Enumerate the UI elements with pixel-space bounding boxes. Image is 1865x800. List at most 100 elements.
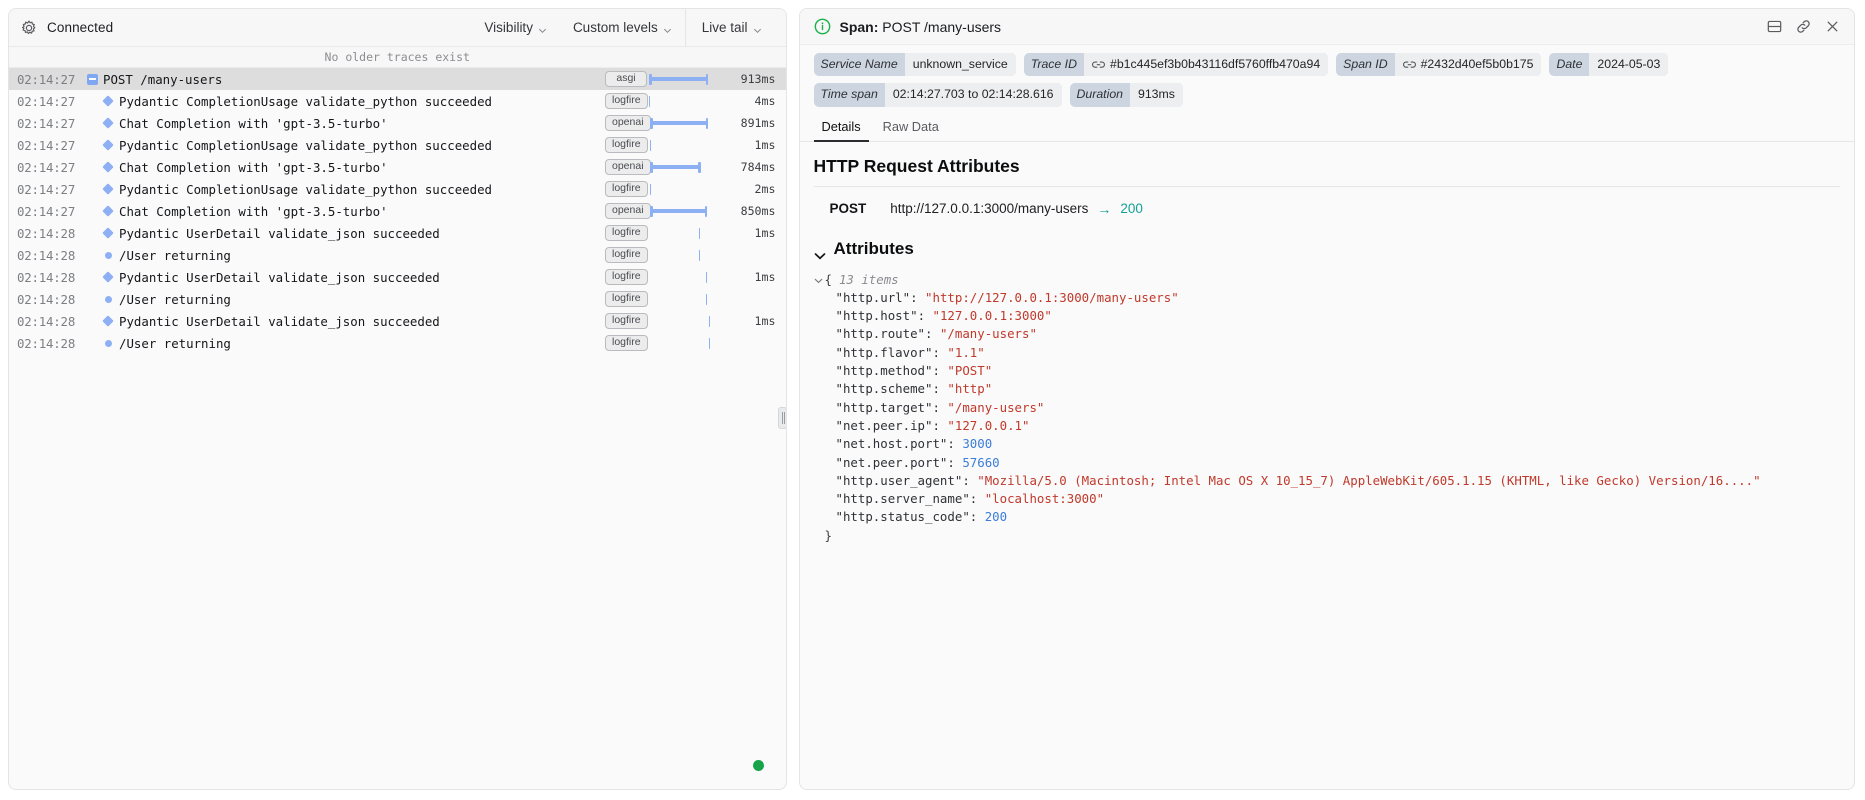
status-badge[interactable]: logfire <box>605 224 648 242</box>
json-colon: : <box>947 454 963 470</box>
chip-value: #2432d40ef5b0b175 <box>1394 53 1542 77</box>
json-entry[interactable]: "http.user_agent": "Mozilla/5.0 (Macinto… <box>814 472 1841 490</box>
status-badge[interactable]: openai <box>605 158 651 176</box>
live-tail-dropdown[interactable]: Live tail <box>684 9 778 46</box>
row-source-badge-wrap: logfire <box>605 266 648 288</box>
row-duration <box>712 288 776 310</box>
chip-key: Time span <box>820 87 878 102</box>
http-url[interactable]: http://127.0.0.1:3000/many-users <box>890 201 1089 217</box>
json-entry[interactable]: "http.host": "127.0.0.1:3000" <box>814 307 1841 325</box>
chevron-down-icon <box>753 23 762 34</box>
status-badge[interactable]: logfire <box>605 246 648 264</box>
attributes-json-viewer[interactable]: {13 items"http.url": "http://127.0.0.1:3… <box>800 267 1855 559</box>
json-open-brace-row[interactable]: {13 items <box>814 271 1841 289</box>
chip-key: Date <box>1556 57 1583 71</box>
json-entry[interactable]: "http.status_code": 200 <box>814 508 1841 526</box>
json-value: "http" <box>947 381 993 397</box>
json-entry[interactable]: "http.method": "POST" <box>814 362 1841 380</box>
json-entry[interactable]: "http.target": "/many-users" <box>814 399 1841 417</box>
metadata-chip[interactable]: Span ID#2432d40ef5b0b175 <box>1336 53 1542 77</box>
chip-value-text: 913ms <box>1138 87 1175 102</box>
chevron-down-icon[interactable] <box>814 271 825 289</box>
status-badge[interactable]: openai <box>605 114 651 132</box>
status-badge[interactable]: logfire <box>605 290 648 308</box>
json-entry[interactable]: "net.peer.port": 57660 <box>814 454 1841 472</box>
link-icon[interactable] <box>1796 19 1811 34</box>
json-entry[interactable]: "net.host.port": 3000 <box>814 435 1841 453</box>
row-timestamp: 02:14:27 <box>17 181 76 197</box>
row-timeline <box>649 288 710 310</box>
json-entry[interactable]: "http.url": "http://127.0.0.1:3000/many-… <box>814 289 1841 307</box>
row-timestamp: 02:14:27 <box>17 115 76 131</box>
chevron-down-icon <box>814 245 826 260</box>
status-badge[interactable]: logfire <box>605 334 648 352</box>
http-request-row: POST http://127.0.0.1:3000/many-users → … <box>800 187 1855 231</box>
attributes-toggle[interactable]: Attributes <box>800 231 1855 267</box>
json-close-brace-row: } <box>814 527 1841 545</box>
json-key: "http.user_agent" <box>835 472 963 488</box>
json-entry[interactable]: "http.scheme": "http" <box>814 380 1841 398</box>
custom-levels-dropdown[interactable]: Custom levels <box>560 9 685 46</box>
http-url-group: http://127.0.0.1:3000/many-users → 200 <box>890 201 1143 217</box>
json-key: "http.scheme" <box>835 381 933 397</box>
row-title: Pydantic CompletionUsage validate_python… <box>119 137 492 153</box>
status-badge[interactable]: openai <box>605 202 651 220</box>
custom-levels-label: Custom levels <box>572 20 658 35</box>
status-badge[interactable]: logfire <box>605 312 648 330</box>
metadata-chip[interactable]: Trace ID#b1c445ef3b0b43116df5760ffb470a9… <box>1023 53 1329 77</box>
row-title: Pydantic UserDetail validate_json succee… <box>119 313 440 329</box>
toolbar-actions: Visibility Custom levels Live tail <box>471 9 777 46</box>
row-source-badge-wrap: logfire <box>605 90 648 112</box>
gear-icon[interactable] <box>21 19 37 36</box>
row-title: Chat Completion with 'gpt-3.5-turbo' <box>119 203 388 219</box>
status-badge[interactable]: logfire <box>605 136 648 154</box>
status-badge[interactable]: logfire <box>605 92 648 110</box>
visibility-dropdown[interactable]: Visibility <box>471 9 560 46</box>
json-entry[interactable]: "http.route": "/many-users" <box>814 325 1841 343</box>
row-timestamp: 02:14:28 <box>17 247 76 263</box>
row-source-badge-wrap: openai <box>605 156 651 178</box>
trace-list-panel: Connected Visibility Custom levels Live … <box>8 8 787 790</box>
collapse-toggle-icon[interactable] <box>81 73 103 85</box>
status-badge[interactable]: logfire <box>605 180 648 198</box>
split-pane-icon[interactable] <box>1767 19 1782 34</box>
json-key: "http.url" <box>835 289 911 305</box>
json-key: "http.status_code" <box>835 509 970 525</box>
live-tail-label: Live tail <box>701 20 748 35</box>
span-detail-tabs[interactable]: Details Raw Data <box>799 109 1854 142</box>
span-diamond-icon <box>97 183 119 195</box>
close-icon[interactable] <box>1825 19 1840 34</box>
status-badge[interactable]: logfire <box>605 268 648 286</box>
tab-raw-data[interactable]: Raw Data <box>882 118 939 134</box>
row-timeline <box>649 112 710 134</box>
panel-splitter-handle[interactable] <box>777 407 786 429</box>
timeline-bar <box>649 73 709 85</box>
status-badge[interactable]: asgi <box>605 70 647 88</box>
json-entry[interactable]: "http.flavor": "1.1" <box>814 344 1841 362</box>
json-value: "Mozilla/5.0 (Macintosh; Intel Mac OS X … <box>977 472 1761 488</box>
json-entry[interactable]: "http.server_name": "localhost:3000" <box>814 490 1841 508</box>
tab-details[interactable]: Details <box>813 115 869 142</box>
timeline-bar <box>650 205 708 217</box>
row-timestamp: 02:14:28 <box>17 225 76 241</box>
json-entry[interactable]: "net.peer.ip": "127.0.0.1" <box>814 417 1841 435</box>
json-key: "http.flavor" <box>835 344 933 360</box>
